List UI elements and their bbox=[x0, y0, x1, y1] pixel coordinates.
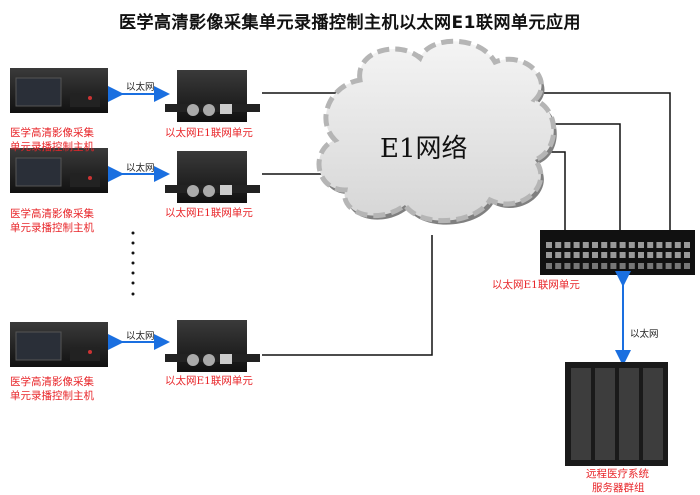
rack-link-2 bbox=[545, 123, 621, 232]
host-1-label-line1: 医学高清影像采集 bbox=[10, 127, 94, 139]
e1-link-3 bbox=[262, 235, 433, 356]
e1-converter-1 bbox=[165, 70, 260, 122]
e1-converter-3 bbox=[165, 320, 260, 372]
host-device-2 bbox=[10, 148, 108, 193]
diagram-title: 医学高清影像采集单元录播控制主机以太网E1联网单元应用 bbox=[119, 13, 581, 33]
rack-link-3 bbox=[548, 151, 566, 232]
host-group-1 bbox=[10, 68, 260, 122]
converter-2-label: 以太网E1联网单元 bbox=[165, 207, 253, 219]
rack-slot bbox=[674, 242, 681, 269]
continuation-dots bbox=[131, 231, 135, 296]
e1-network-cloud bbox=[316, 38, 557, 225]
host-device-3 bbox=[10, 322, 108, 367]
e1-rack-unit bbox=[540, 230, 695, 275]
rack-link-1 bbox=[542, 92, 671, 232]
rack-slot bbox=[684, 242, 690, 269]
ethernet-label-2: 以太网 bbox=[126, 163, 155, 174]
host-3-label-line1: 医学高清影像采集 bbox=[10, 376, 94, 388]
server-ethernet-label: 以太网 bbox=[630, 329, 659, 340]
host-2-label-line1: 医学高清影像采集 bbox=[10, 208, 94, 220]
ethernet-label-3: 以太网 bbox=[126, 331, 155, 342]
rack-slot bbox=[638, 242, 644, 269]
rack-slot bbox=[564, 242, 571, 269]
ethernet-label-1: 以太网 bbox=[126, 82, 155, 93]
rack-slot bbox=[628, 242, 635, 269]
rack-slot bbox=[555, 242, 562, 269]
host-2-label-line2: 单元录播控制主机 bbox=[10, 222, 94, 234]
server-cluster bbox=[565, 362, 668, 466]
rack-slot bbox=[601, 242, 608, 269]
cloud-label: E1网络 bbox=[380, 134, 468, 164]
host-device-1 bbox=[10, 68, 108, 113]
rack-slot bbox=[573, 242, 580, 269]
e1-links bbox=[262, 92, 671, 356]
server-label-line1: 远程医疗系统 bbox=[586, 468, 649, 480]
rack-slot bbox=[619, 242, 626, 269]
host-1-label-line2: 单元录播控制主机 bbox=[10, 141, 94, 153]
host-group-3 bbox=[10, 320, 260, 372]
rack-slot bbox=[582, 242, 589, 269]
rack-slot bbox=[665, 242, 672, 269]
rack-slot bbox=[656, 242, 663, 269]
e1-converter-2 bbox=[165, 151, 260, 203]
rack-label: 以太网E1联网单元 bbox=[492, 279, 580, 291]
host-3-label-line2: 单元录播控制主机 bbox=[10, 390, 94, 402]
host-group-2 bbox=[10, 148, 260, 203]
converter-3-label: 以太网E1联网单元 bbox=[165, 375, 253, 387]
server-label-line2: 服务器群组 bbox=[592, 482, 645, 494]
converter-1-label: 以太网E1联网单元 bbox=[165, 127, 253, 139]
rack-slot bbox=[546, 242, 552, 269]
rack-slot bbox=[647, 242, 654, 269]
rack-slot bbox=[592, 242, 598, 269]
rack-slot bbox=[610, 242, 617, 269]
